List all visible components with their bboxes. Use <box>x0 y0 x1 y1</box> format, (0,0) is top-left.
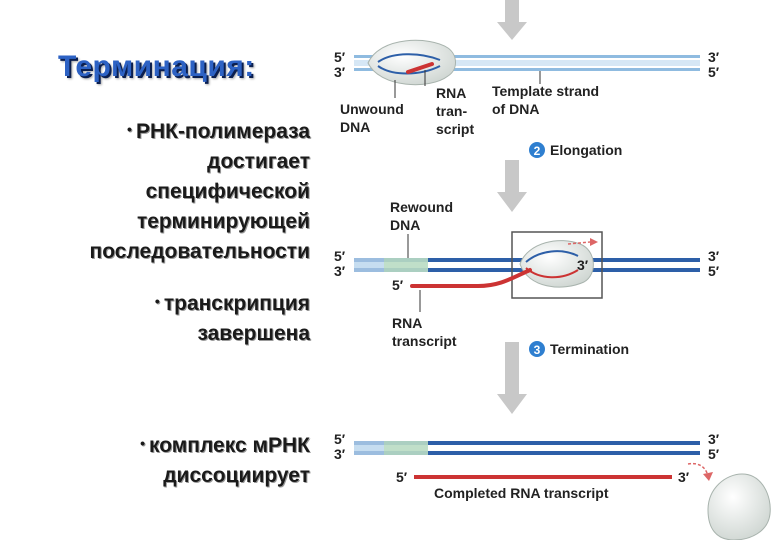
bullet-line: последовательности <box>89 240 310 263</box>
bullet-transcription: •транскрипция завершена <box>20 286 310 349</box>
panel-elongation: 5′ 3′ 3′ 5′ Unwound DNA RNA tran- script… <box>334 39 720 137</box>
bullet-line: •транскрипция <box>154 292 310 315</box>
step-badge-icon <box>529 142 545 158</box>
bullet-complex: •комплекс мРНК диссоциирует <box>20 428 310 491</box>
panel-termination: Rewound DNA 5′ 3′ 3′ 5′ 3′ 5′ RNA transc… <box>334 199 720 349</box>
bullet-line: диссоциирует <box>163 464 310 487</box>
rna-transcript <box>414 475 672 479</box>
svg-text:2: 2 <box>534 144 541 158</box>
three-prime-label: 3′ <box>334 446 346 462</box>
step-termination: 3 Termination <box>529 341 629 357</box>
label-rna-transcript: RNA tran- script <box>436 85 474 137</box>
bullet-line: достигает <box>207 150 310 173</box>
label-template-strand: Template strand of DNA <box>492 83 603 117</box>
dna-strand-bottom <box>354 451 700 455</box>
five-prime-label: 5′ <box>708 263 720 279</box>
three-prime-label: 3′ <box>708 248 720 264</box>
label-rewound-dna: Rewound DNA <box>390 199 457 233</box>
five-prime-label: 5′ <box>334 248 346 264</box>
svg-text:3: 3 <box>534 343 541 357</box>
rna-polymerase-released <box>707 473 771 540</box>
dna-strand-top <box>354 55 700 58</box>
three-prime-label: 3′ <box>577 257 589 273</box>
five-prime-label: 5′ <box>392 277 404 293</box>
label-rna-transcript: RNA transcript <box>392 315 457 349</box>
bullet-icon: • <box>154 293 160 309</box>
three-prime-label: 3′ <box>708 49 720 65</box>
rna-segment <box>406 62 434 74</box>
arrow-down-icon <box>497 0 527 40</box>
step-label: Termination <box>550 341 629 357</box>
rna-polymerase <box>367 39 456 86</box>
dna-strand-top <box>354 441 700 445</box>
step-elongation: 2 Elongation <box>529 142 622 158</box>
arrow-down-icon <box>497 160 527 212</box>
zoom-box <box>511 231 603 299</box>
bullet-line: терминирующей <box>136 210 310 233</box>
three-prime-label: 3′ <box>708 431 720 447</box>
slide-title: Терминация: <box>58 50 255 83</box>
bullet-line: специфической <box>145 180 310 203</box>
arrow-down-icon <box>703 472 713 481</box>
bullet-line: •комплекс мРНК <box>140 434 310 457</box>
three-prime-label: 3′ <box>334 64 346 80</box>
bullet-line: завершена <box>197 322 310 345</box>
five-prime-label: 5′ <box>334 49 346 65</box>
five-prime-label: 5′ <box>334 431 346 447</box>
five-prime-label: 5′ <box>708 64 720 80</box>
dna-strand-bottom <box>354 68 700 71</box>
label-unwound-dna: Unwound DNA <box>340 101 408 135</box>
five-prime-label: 5′ <box>708 446 720 462</box>
step-badge-icon <box>529 341 545 357</box>
bullet-icon: • <box>127 121 132 137</box>
arrow-down-icon <box>497 342 527 414</box>
arrow-right-icon <box>590 238 598 246</box>
three-prime-label: 3′ <box>334 263 346 279</box>
step-label: Elongation <box>550 142 622 158</box>
bullet-line: •РНК-полимераза <box>127 120 310 143</box>
five-prime-label: 5′ <box>396 469 408 485</box>
bullet-polymerase: •РНК-полимераза достигает специфической … <box>20 114 310 267</box>
bullet-icon: • <box>140 435 145 451</box>
panel-completed: 5′ 3′ 3′ 5′ 5′ 3′ Completed RNA transcri… <box>334 431 771 540</box>
rna-transcript <box>410 268 532 288</box>
label-completed-transcript: Completed RNA transcript <box>434 485 609 501</box>
three-prime-label: 3′ <box>678 469 690 485</box>
